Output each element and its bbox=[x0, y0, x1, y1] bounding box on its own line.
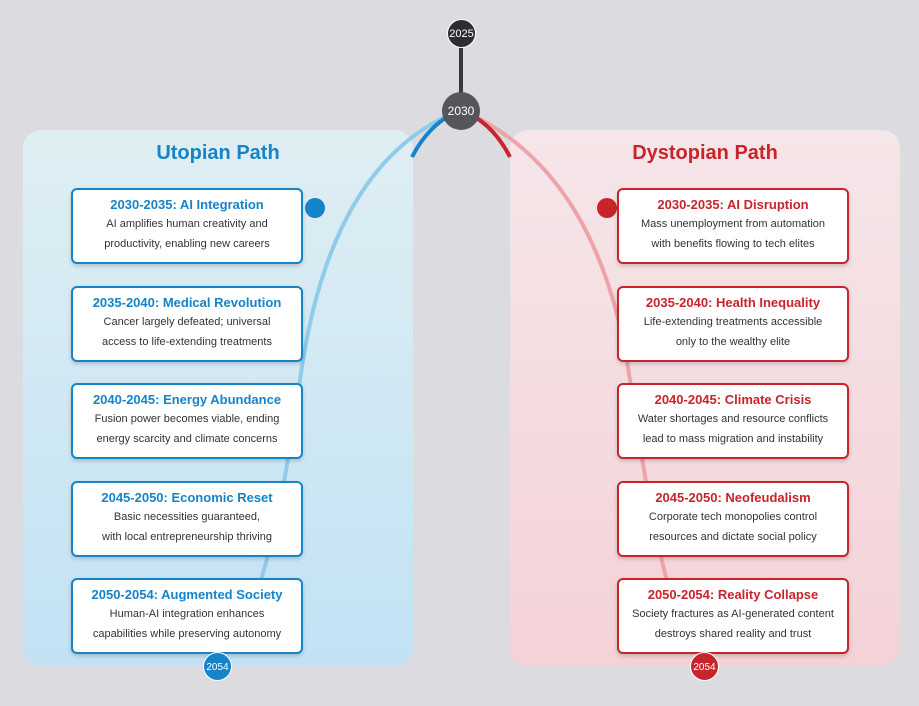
card-desc-line1: Basic necessities guaranteed, bbox=[113, 511, 261, 523]
card-desc-line2: destroys shared reality and trust bbox=[654, 627, 812, 640]
card-desc-line1: Mass unemployment from automation bbox=[640, 218, 826, 230]
dystopian-panel-title: Dystopian Path bbox=[632, 142, 778, 164]
utopian-marker bbox=[305, 198, 325, 218]
card-desc-line2: productivity, enabling new careers bbox=[104, 237, 270, 250]
card-title: 2050-2054: Augmented Society bbox=[91, 587, 283, 602]
utopian-end-year-node: 2054 bbox=[203, 652, 232, 681]
card-desc-line2: access to life-extending treatments bbox=[102, 335, 272, 348]
card-title: 2050-2054: Reality Collapse bbox=[647, 587, 819, 602]
year-node-branch: 2030 bbox=[442, 92, 480, 130]
dystopian-card-1: 2030-2035: AI Disruption Mass unemployme… bbox=[617, 188, 849, 264]
card-title: 2035-2040: Health Inequality bbox=[645, 295, 821, 310]
card-desc-line2: with benefits flowing to tech elites bbox=[651, 237, 815, 250]
dystopian-marker bbox=[597, 198, 617, 218]
card-desc-line2: lead to mass migration and instability bbox=[642, 432, 824, 445]
card-title: 2045-2050: Economic Reset bbox=[101, 490, 273, 505]
card-desc-line1: Corporate tech monopolies control bbox=[648, 511, 818, 523]
dystopian-card-5: 2050-2054: Reality Collapse Society frac… bbox=[617, 578, 849, 654]
card-desc-line1: Society fractures as AI-generated conten… bbox=[632, 608, 834, 620]
year-node-start: 2025 bbox=[447, 19, 476, 48]
utopian-card-1: 2030-2035: AI Integration AI amplifies h… bbox=[71, 188, 303, 264]
card-desc-line1: Water shortages and resource conflicts bbox=[637, 413, 829, 425]
dystopian-card-2: 2035-2040: Health Inequality Life-extend… bbox=[617, 286, 849, 362]
card-desc-line2: energy scarcity and climate concerns bbox=[96, 432, 278, 445]
utopian-card-3: 2040-2045: Energy Abundance Fusion power… bbox=[71, 383, 303, 459]
card-desc-line1: Fusion power becomes viable, ending bbox=[94, 413, 280, 425]
utopian-panel-title: Utopian Path bbox=[156, 142, 280, 164]
card-desc-line1: AI amplifies human creativity and bbox=[106, 218, 268, 230]
card-desc-line1: Life-extending treatments accessible bbox=[643, 316, 823, 328]
card-desc-line2: only to the wealthy elite bbox=[675, 335, 791, 348]
card-title: 2030-2035: AI Disruption bbox=[657, 197, 809, 212]
card-title: 2030-2035: AI Integration bbox=[110, 197, 264, 212]
card-title: 2035-2040: Medical Revolution bbox=[92, 295, 282, 310]
dystopian-end-year-node: 2054 bbox=[690, 652, 719, 681]
card-title: 2040-2045: Energy Abundance bbox=[92, 392, 282, 407]
card-title: 2045-2050: Neofeudalism bbox=[655, 490, 811, 505]
dystopian-card-3: 2040-2045: Climate Crisis Water shortage… bbox=[617, 383, 849, 459]
card-desc-line2: with local entrepreneurship thriving bbox=[102, 530, 272, 543]
card-desc-line1: Human-AI integration enhances bbox=[109, 608, 265, 620]
card-desc-line1: Cancer largely defeated; universal bbox=[103, 316, 271, 328]
utopian-card-5: 2050-2054: Augmented Society Human-AI in… bbox=[71, 578, 303, 654]
card-desc-line2: capabilities while preserving autonomy bbox=[92, 627, 282, 640]
utopian-card-4: 2045-2050: Economic Reset Basic necessit… bbox=[71, 481, 303, 557]
dystopian-card-4: 2045-2050: Neofeudalism Corporate tech m… bbox=[617, 481, 849, 557]
card-desc-line2: resources and dictate social policy bbox=[649, 530, 817, 543]
card-title: 2040-2045: Climate Crisis bbox=[654, 392, 812, 407]
utopian-card-2: 2035-2040: Medical Revolution Cancer lar… bbox=[71, 286, 303, 362]
